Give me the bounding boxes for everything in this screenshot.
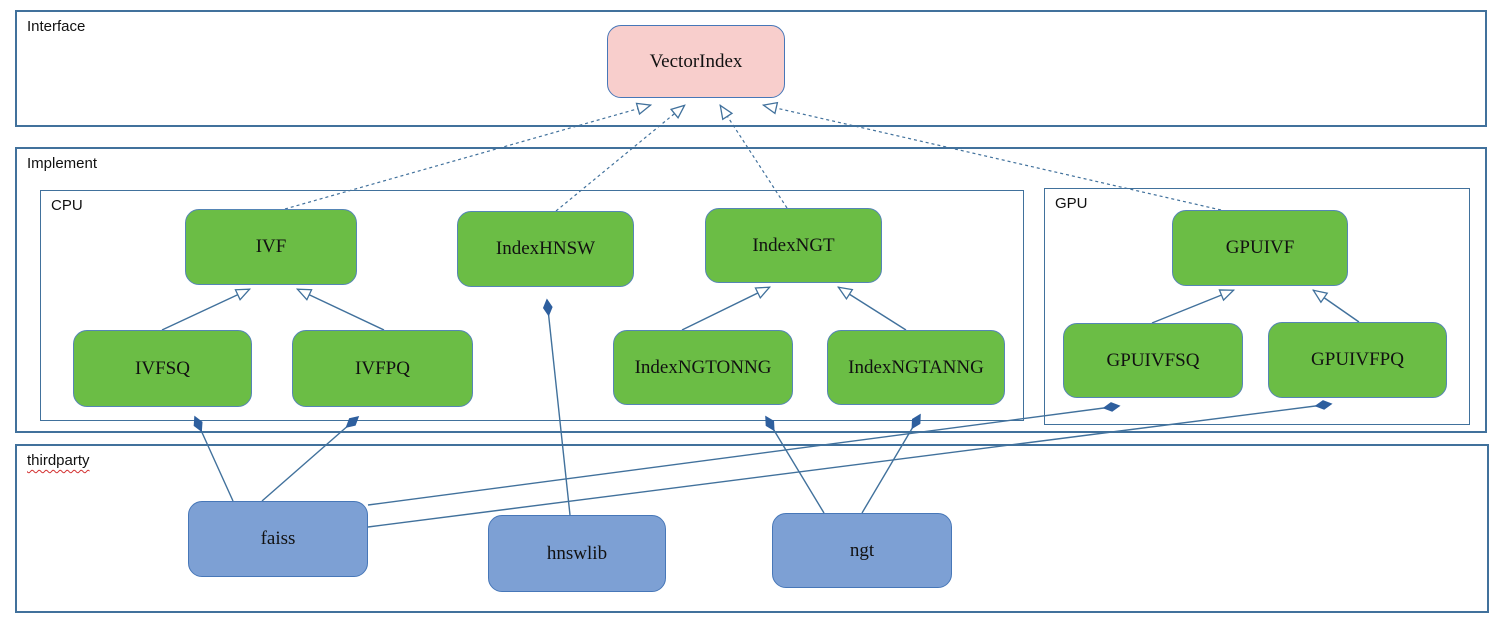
- node-indexngtanng: IndexNGTANNG: [827, 330, 1005, 405]
- node-ivf: IVF: [185, 209, 357, 285]
- node-gpuivfsq: GPUIVFSQ: [1063, 323, 1243, 398]
- node-gpuivfpq: GPUIVFPQ: [1268, 322, 1447, 398]
- container-label-implement: Implement: [27, 155, 98, 172]
- container-label-cpu: CPU: [51, 197, 83, 214]
- container-label-thirdparty: thirdparty: [27, 452, 90, 469]
- node-indexngt: IndexNGT: [705, 208, 882, 283]
- container-label-gpu: GPU: [1055, 195, 1088, 212]
- node-vectorindex: VectorIndex: [607, 25, 785, 98]
- node-ivfpq: IVFPQ: [292, 330, 473, 407]
- node-ngt: ngt: [772, 513, 952, 588]
- node-faiss: faiss: [188, 501, 368, 577]
- node-indexngtonng: IndexNGTONNG: [613, 330, 793, 405]
- container-label-interface: Interface: [27, 18, 86, 35]
- node-ivfsq: IVFSQ: [73, 330, 252, 407]
- node-hnswlib: hnswlib: [488, 515, 666, 592]
- node-indexhnsw: IndexHNSW: [457, 211, 634, 287]
- node-gpuivf: GPUIVF: [1172, 210, 1348, 286]
